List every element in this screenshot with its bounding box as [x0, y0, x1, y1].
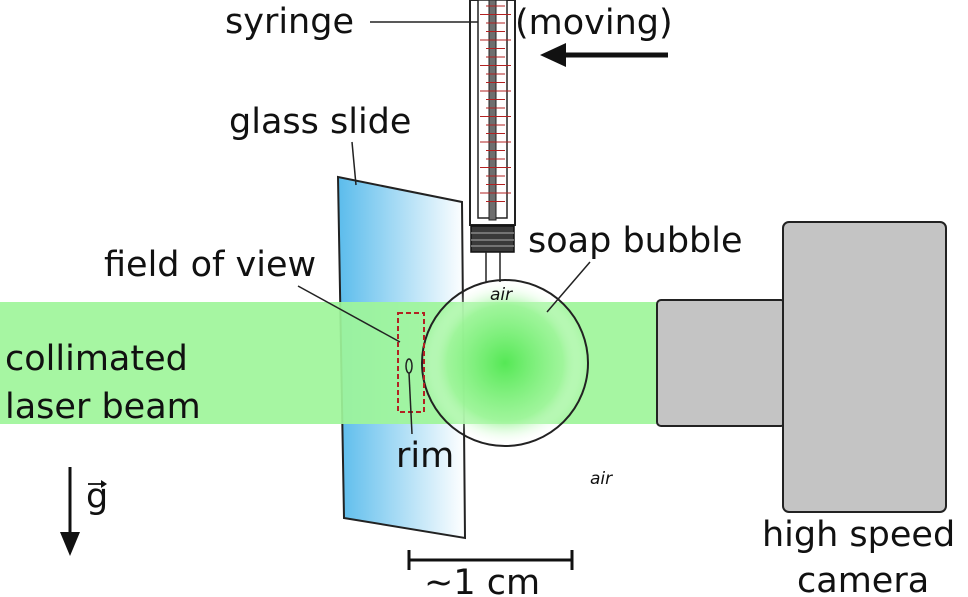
field-of-view-leader [297, 285, 401, 343]
laser-label-line2: laser beam [5, 387, 201, 427]
soap-bubble [421, 279, 589, 447]
gravity-vector-tip [101, 480, 107, 488]
syringe-label: syringe [225, 2, 354, 42]
soap-bubble-label: soap bubble [528, 221, 743, 261]
camera-lens [656, 299, 786, 427]
rim-label: rim [396, 436, 454, 476]
camera-body [782, 221, 947, 513]
syringe-graduations [480, 5, 511, 202]
camera-label-line1: high speed [762, 515, 955, 555]
scale-bar [407, 550, 574, 570]
syringe [469, 0, 516, 282]
glass-slide-leader [351, 141, 357, 186]
field-of-view-label: field of view [104, 245, 316, 285]
camera-label-line2: camera [797, 561, 929, 597]
rim-leader [408, 372, 413, 435]
air-outside-label: air [590, 469, 613, 489]
gravity-label: g [86, 477, 108, 517]
gravity-arrow-head [60, 532, 80, 556]
high-speed-camera [656, 221, 947, 513]
moving-arrow-head [540, 43, 566, 67]
air-inside-label: air [490, 285, 513, 305]
scale-label: ~1 cm [424, 563, 540, 597]
laser-label-line1: collimated [5, 339, 188, 379]
soap-bubble-leader [546, 261, 591, 313]
glass-slide-label: glass slide [229, 102, 411, 142]
moving-label: (moving) [515, 3, 673, 43]
